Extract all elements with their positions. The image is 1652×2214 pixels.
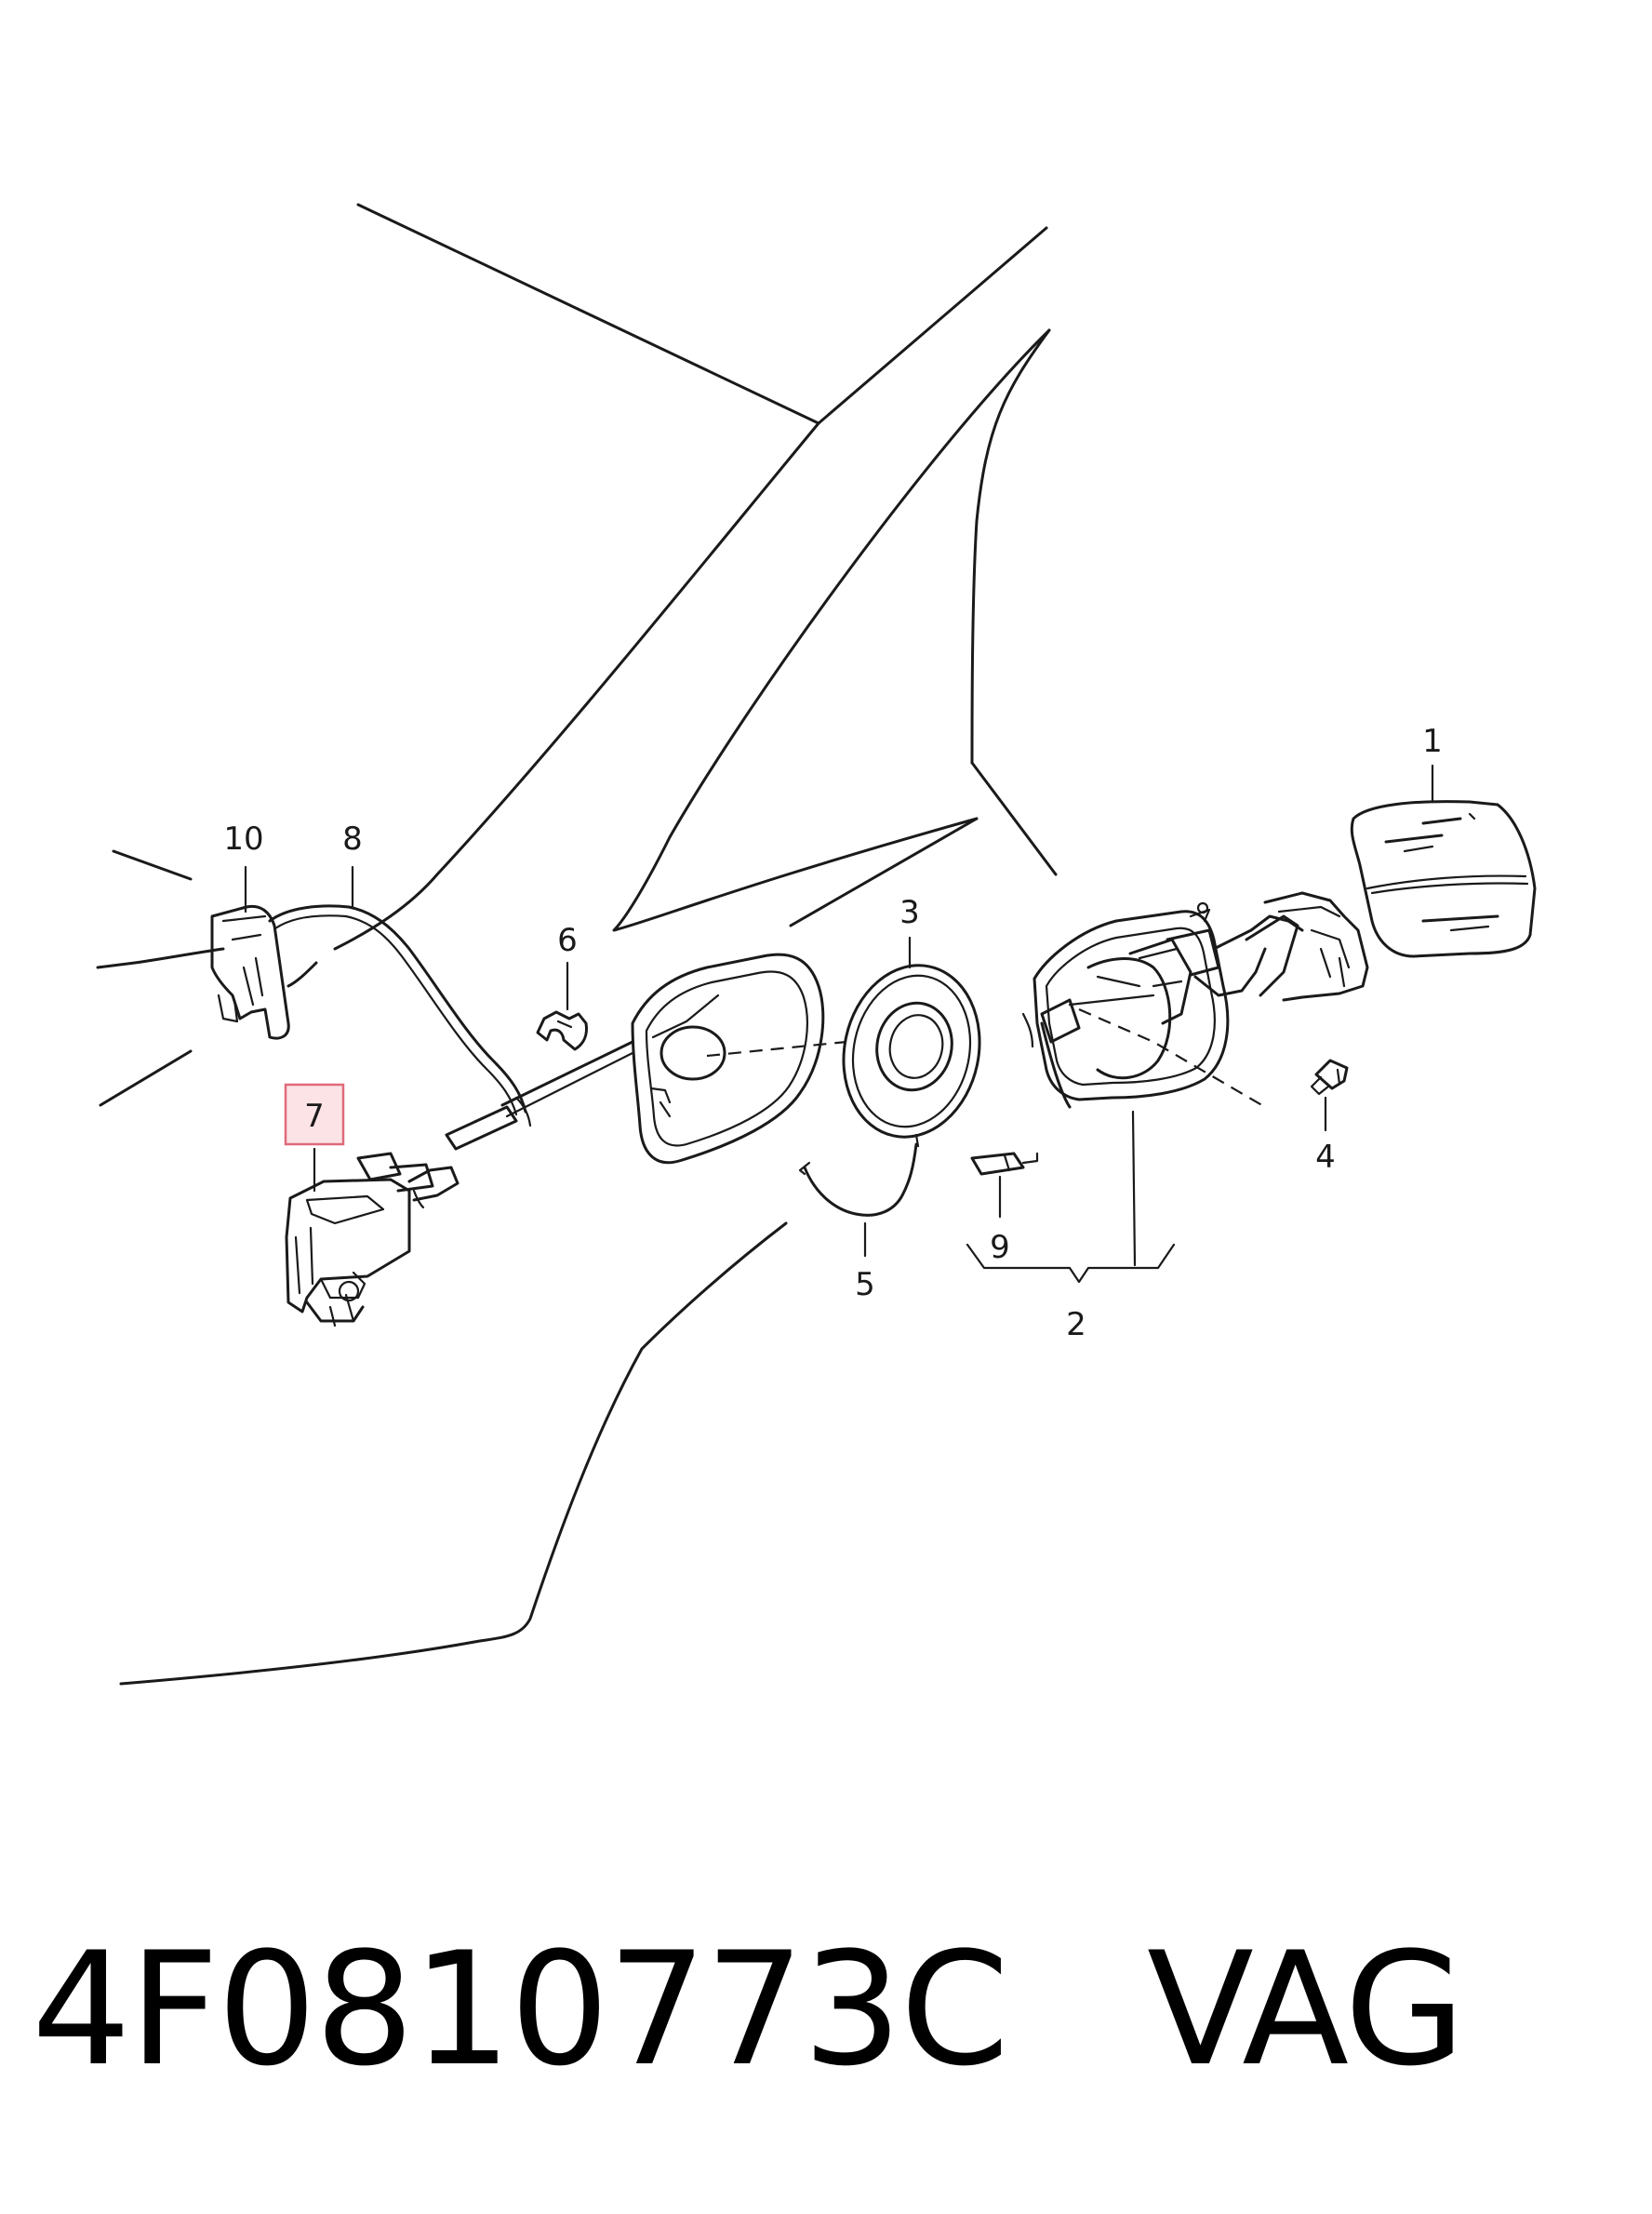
part-7-actuator	[285, 1152, 460, 1327]
callout-10: 10	[223, 820, 263, 858]
part-3-housing-frame	[631, 953, 825, 1165]
leader-lines	[244, 764, 1434, 1284]
callout-2: 2	[1066, 1306, 1086, 1343]
part-4-plug	[1310, 1059, 1349, 1096]
callout-6: 6	[557, 922, 578, 959]
car-body-outline	[96, 203, 1058, 1686]
part-9-clip	[970, 1152, 1039, 1176]
callout-labels: 1 2 3 4 5 6 7 8 9 10	[223, 723, 1442, 1343]
part-5-hose	[798, 1142, 918, 1217]
callout-8: 8	[342, 820, 363, 858]
part-1-flap	[1350, 800, 1537, 958]
brand-name: VAG	[1147, 1918, 1465, 2101]
part-number: 4F0810773C	[32, 1918, 1009, 2101]
callout-4: 4	[1315, 1139, 1336, 1176]
part-6-clip	[536, 1010, 588, 1051]
callout-5: 5	[855, 1266, 875, 1303]
part-3-ring	[842, 964, 981, 1148]
callout-7: 7	[304, 1098, 325, 1135]
callout-7-highlight	[284, 1083, 345, 1146]
callout-1: 1	[1422, 723, 1443, 760]
callout-3: 3	[899, 894, 920, 931]
part-number-caption: 4F0810773C VAG	[32, 1916, 1613, 2102]
part-10-clip	[133, 904, 290, 1040]
part-8-cable	[268, 904, 634, 1151]
part-2-housing	[1021, 891, 1369, 1109]
callout-9: 9	[990, 1229, 1010, 1266]
